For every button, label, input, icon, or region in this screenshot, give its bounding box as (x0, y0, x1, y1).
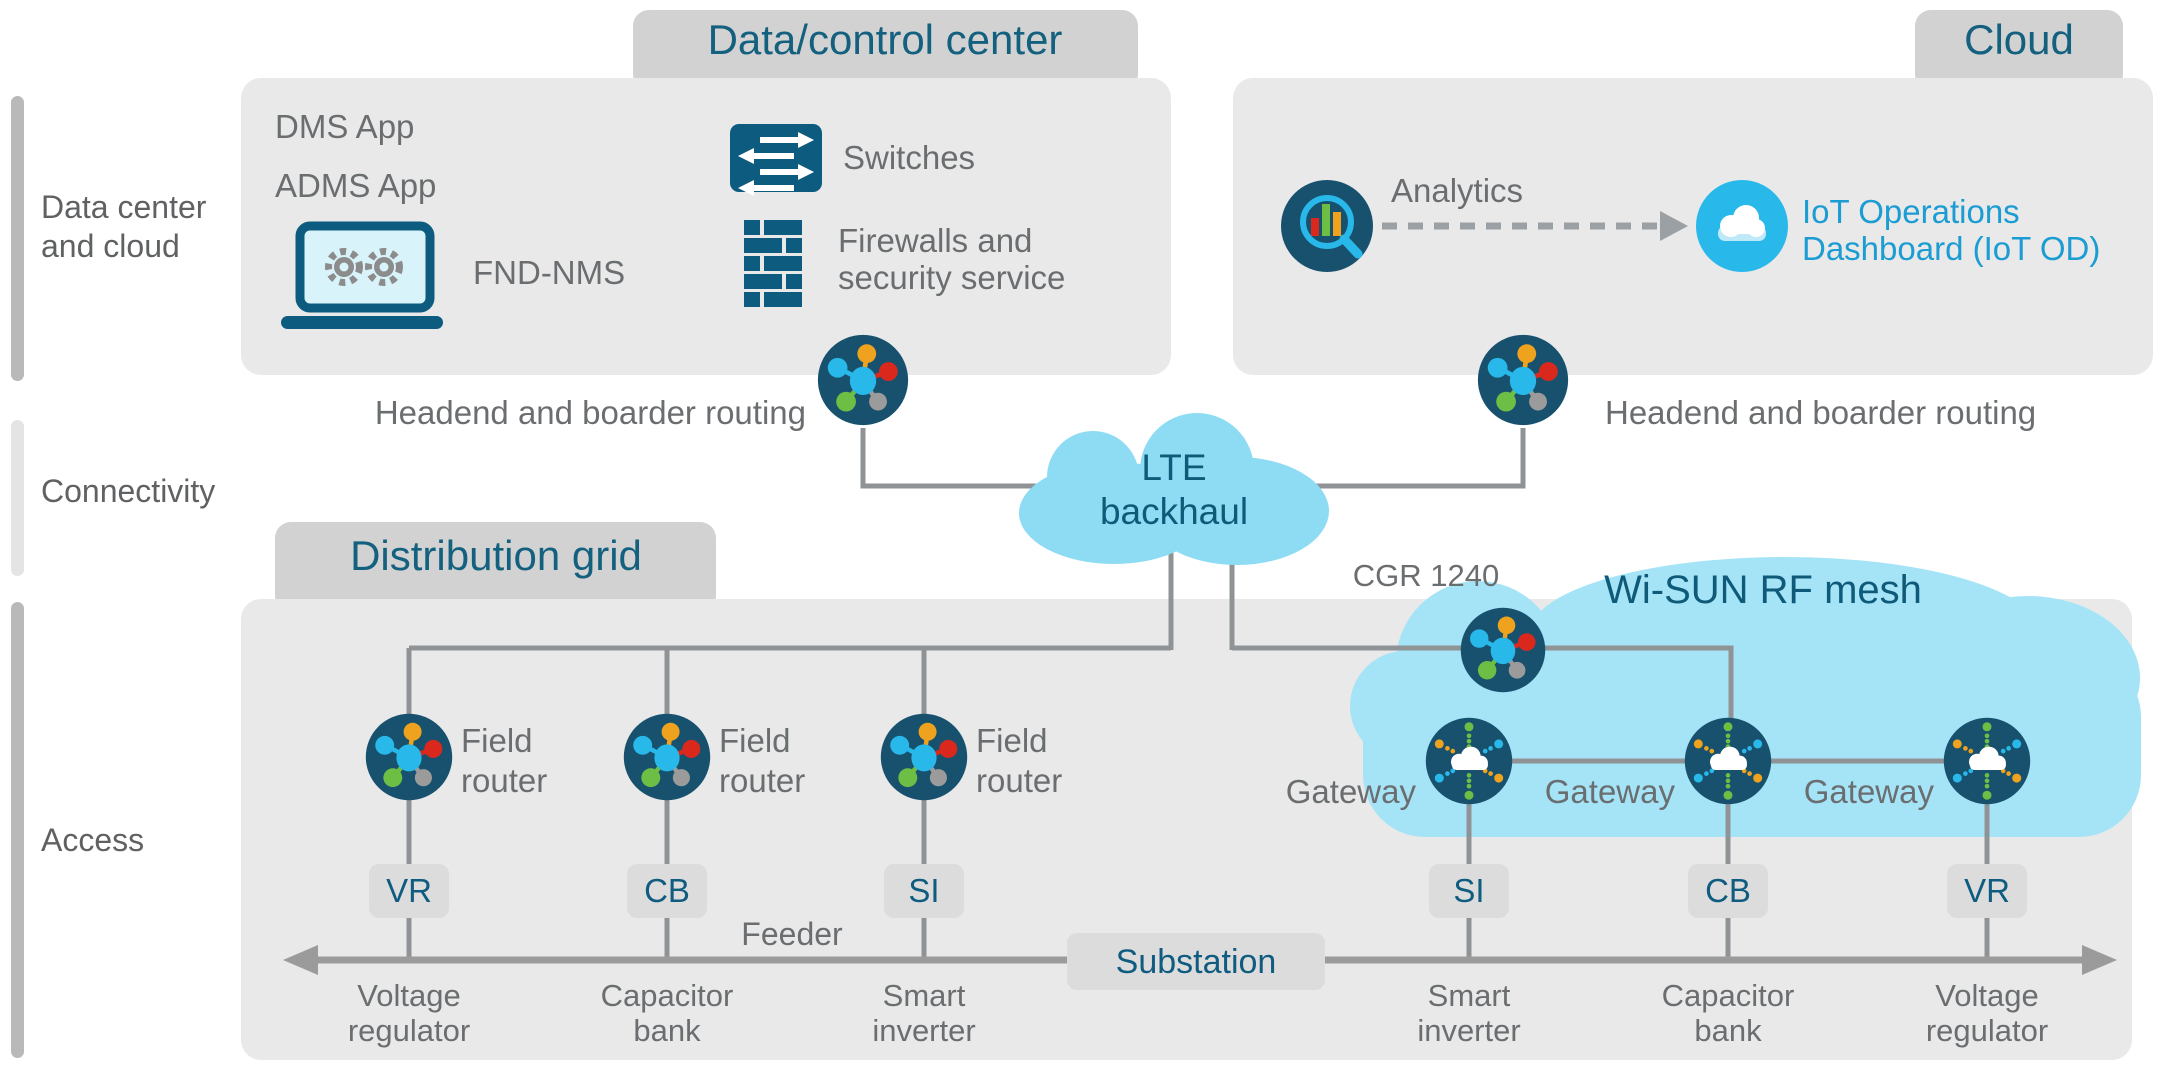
device-name-line1: Voltage (357, 978, 461, 1013)
switches-label: Switches (843, 139, 976, 176)
field-router-1-line1: Field (461, 722, 533, 759)
cloud-title: Cloud (1964, 16, 2074, 63)
device-name-capacitor-bank-2: Capacitor bank (1662, 978, 1795, 1048)
gateway-label-2: Gateway (1544, 773, 1675, 810)
data-control-center-title: Data/control center (707, 16, 1063, 63)
analytics-arrow (1382, 211, 1688, 241)
distribution-grid-title: Distribution grid (350, 532, 642, 579)
device-chip-vr-1: VR (386, 872, 432, 909)
analytics-label: Analytics (1391, 172, 1524, 209)
iot-od-label-line2: Dashboard (IoT OD) (1802, 230, 2101, 267)
field-router-icon-3 (881, 714, 967, 800)
firewalls-label-line1: Firewalls and (838, 222, 1033, 259)
field-router-3-line2: router (976, 762, 1063, 799)
field-router-label-2: Field router (719, 721, 805, 801)
rail-label-datacenter: Data center and cloud (41, 188, 206, 266)
device-name-voltage-regulator-1: Voltage regulator (348, 978, 470, 1048)
rail-label-datacenter-line2: and cloud (41, 228, 180, 264)
analytics-icon (1281, 180, 1373, 272)
gateway-icon-3 (1943, 717, 2031, 805)
firewalls-label: Firewalls and security service (838, 222, 1065, 296)
device-chips (369, 864, 2027, 990)
firewalls-label-line2: security service (838, 259, 1066, 296)
device-chip-vr-2: VR (1964, 872, 2010, 909)
device-name-line1: Voltage (1935, 978, 2039, 1013)
fnd-nms-label: FND-NMS (473, 254, 626, 291)
field-router-2-line1: Field (719, 722, 791, 759)
cgr-1240-router-icon (1461, 608, 1545, 692)
gateway-label-1: Gateway (1285, 773, 1416, 810)
rail-label-connectivity: Connectivity (41, 473, 216, 509)
headend-label-right: Headend and boarder routing (1605, 394, 2037, 431)
device-name-line2: inverter (1417, 1013, 1521, 1048)
gateway-icon-2 (1684, 717, 1772, 805)
adms-app-label: ADMS App (275, 167, 437, 204)
field-router-1-line2: router (461, 762, 548, 799)
firewall-icon (744, 220, 802, 307)
left-rail-bars (11, 96, 24, 1058)
device-name-line1: Smart (1427, 978, 1511, 1013)
lte-label-line1: LTE (1141, 447, 1207, 488)
laptop-gears-icon (281, 221, 443, 329)
device-name-line1: Smart (882, 978, 966, 1013)
device-name-capacitor-bank-1: Capacitor bank (601, 978, 734, 1048)
device-name-line2: bank (633, 1013, 701, 1048)
device-chip-cb-1: CB (644, 872, 690, 909)
device-chip-si-2: SI (1453, 872, 1485, 909)
cgr-1240-label: CGR 1240 (1352, 558, 1500, 593)
rail-label-access: Access (41, 822, 145, 858)
lte-backhaul-label: LTE backhaul (1100, 446, 1248, 534)
device-name-line2: regulator (347, 1013, 471, 1048)
headend-router-icon-left (818, 335, 908, 425)
rail-label-datacenter-line1: Data center (41, 189, 207, 225)
gateway-icon-1 (1425, 717, 1513, 805)
device-name-smart-inverter-1: Smart inverter (872, 978, 975, 1048)
device-name-line1: Capacitor (1661, 978, 1795, 1013)
wisun-mesh-label: Wi-SUN RF mesh (1604, 568, 1922, 612)
field-router-icon-2 (624, 714, 710, 800)
switches-icon (730, 124, 822, 196)
feeder-label: Feeder (741, 916, 843, 952)
field-router-label-3: Field router (976, 721, 1062, 801)
device-chip-cb-2: CB (1705, 872, 1751, 909)
device-name-voltage-regulator-2: Voltage regulator (1926, 978, 2048, 1048)
field-router-2-line2: router (719, 762, 806, 799)
device-name-smart-inverter-2: Smart inverter (1417, 978, 1520, 1048)
field-router-label-1: Field router (461, 721, 547, 801)
gateway-label-3: Gateway (1803, 773, 1934, 810)
lte-label-line2: backhaul (1099, 491, 1249, 532)
device-name-line2: regulator (1925, 1013, 2049, 1048)
iot-od-label: IoT Operations Dashboard (IoT OD) (1802, 193, 2100, 267)
device-name-line2: bank (1694, 1013, 1762, 1048)
wisun-mesh-cloud (1350, 557, 2141, 837)
device-name-line1: Capacitor (600, 978, 734, 1013)
iot-dashboard-cloud-icon (1696, 180, 1788, 272)
lte-backhaul-cloud (1019, 413, 1329, 565)
field-router-icon-1 (366, 714, 452, 800)
device-chip-si-1: SI (908, 872, 940, 909)
headend-label-left: Headend and boarder routing (374, 394, 806, 431)
field-router-3-line1: Field (976, 722, 1048, 759)
access-connectors (406, 645, 1990, 960)
headend-router-icon-right (1478, 335, 1568, 425)
dms-app-label: DMS App (275, 108, 415, 145)
device-name-line2: inverter (872, 1013, 976, 1048)
substation-label: Substation (1115, 943, 1277, 981)
iot-od-label-line1: IoT Operations (1802, 193, 2020, 230)
